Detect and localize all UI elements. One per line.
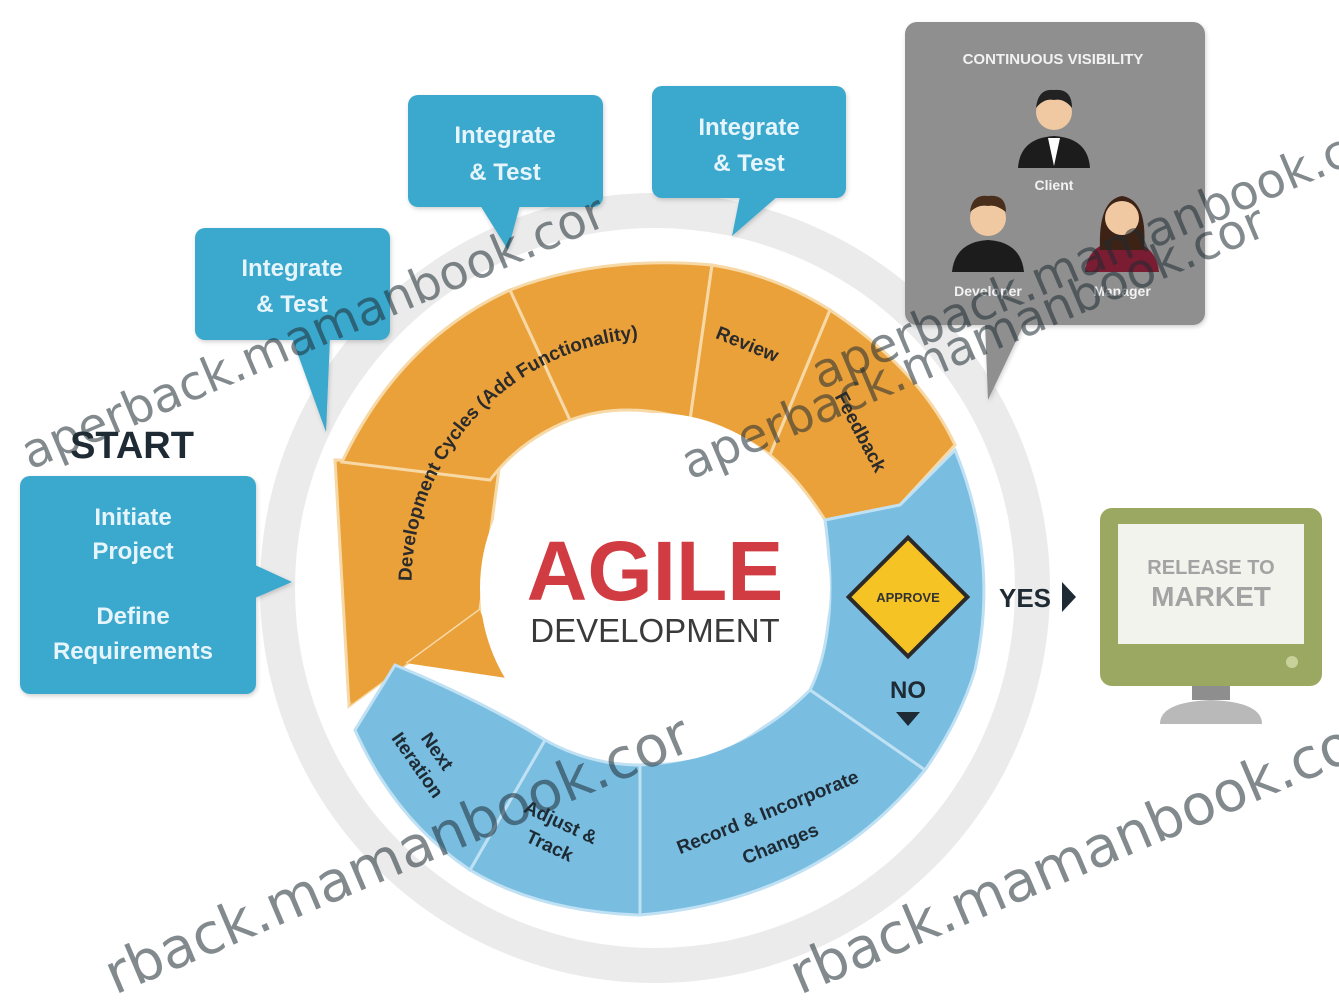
svg-text:& Test: & Test xyxy=(713,150,785,177)
approve-decision: APPROVE NO YES xyxy=(845,534,1076,726)
manager-label: Manager xyxy=(1093,283,1151,299)
start-heading: START xyxy=(70,425,194,467)
no-label: NO xyxy=(890,677,926,704)
center-hub xyxy=(480,413,830,763)
approve-diamond xyxy=(845,534,971,660)
visibility-panel: CONTINUOUS VISIBILITY Client Developer M… xyxy=(905,22,1205,400)
release-monitor-icon: RELEASE TO MARKET xyxy=(1100,508,1322,724)
developer-label: Developer xyxy=(954,283,1022,299)
agile-title: AGILE xyxy=(527,524,784,618)
start-line-requirements: Requirements xyxy=(53,638,213,665)
client-label: Client xyxy=(1035,177,1074,193)
start-line-define: Define xyxy=(96,603,169,630)
visibility-title: CONTINUOUS VISIBILITY xyxy=(963,51,1144,68)
svg-text:Integrate: Integrate xyxy=(698,114,799,141)
bubble-integrate-test-2: Integrate & Test xyxy=(408,95,603,250)
start-box: Initiate Project Define Requirements xyxy=(20,476,292,694)
developer-person-icon xyxy=(952,195,1024,272)
bubble-integrate-test-1: Integrate & Test xyxy=(195,228,390,432)
segment-next-iteration xyxy=(353,663,548,873)
svg-text:Integrate: Integrate xyxy=(454,122,555,149)
release-line-2: MARKET xyxy=(1151,581,1271,612)
segment-dev-top xyxy=(339,288,573,482)
release-line-1: RELEASE TO xyxy=(1147,557,1274,579)
manager-person-icon xyxy=(1085,196,1159,272)
segment-feedback xyxy=(768,307,957,522)
yes-label: YES xyxy=(999,583,1051,613)
orange-ring xyxy=(333,261,957,709)
no-arrow-icon xyxy=(896,712,920,726)
start-line-project: Project xyxy=(92,538,173,565)
development-subtitle: DEVELOPMENT xyxy=(530,612,779,649)
yes-arrow-icon xyxy=(1062,582,1076,612)
client-person-icon xyxy=(1018,89,1090,168)
segment-adjust-track xyxy=(467,737,642,917)
svg-text:& Test: & Test xyxy=(256,291,328,318)
segment-record-changes xyxy=(638,688,928,917)
svg-text:& Test: & Test xyxy=(469,159,541,186)
segment-dev-bottom xyxy=(349,610,520,706)
svg-text:Integrate: Integrate xyxy=(241,255,342,282)
bubble-integrate-test-3: Integrate & Test xyxy=(652,86,846,236)
approve-label: APPROVE xyxy=(876,590,940,605)
start-line-initiate: Initiate xyxy=(94,504,171,531)
